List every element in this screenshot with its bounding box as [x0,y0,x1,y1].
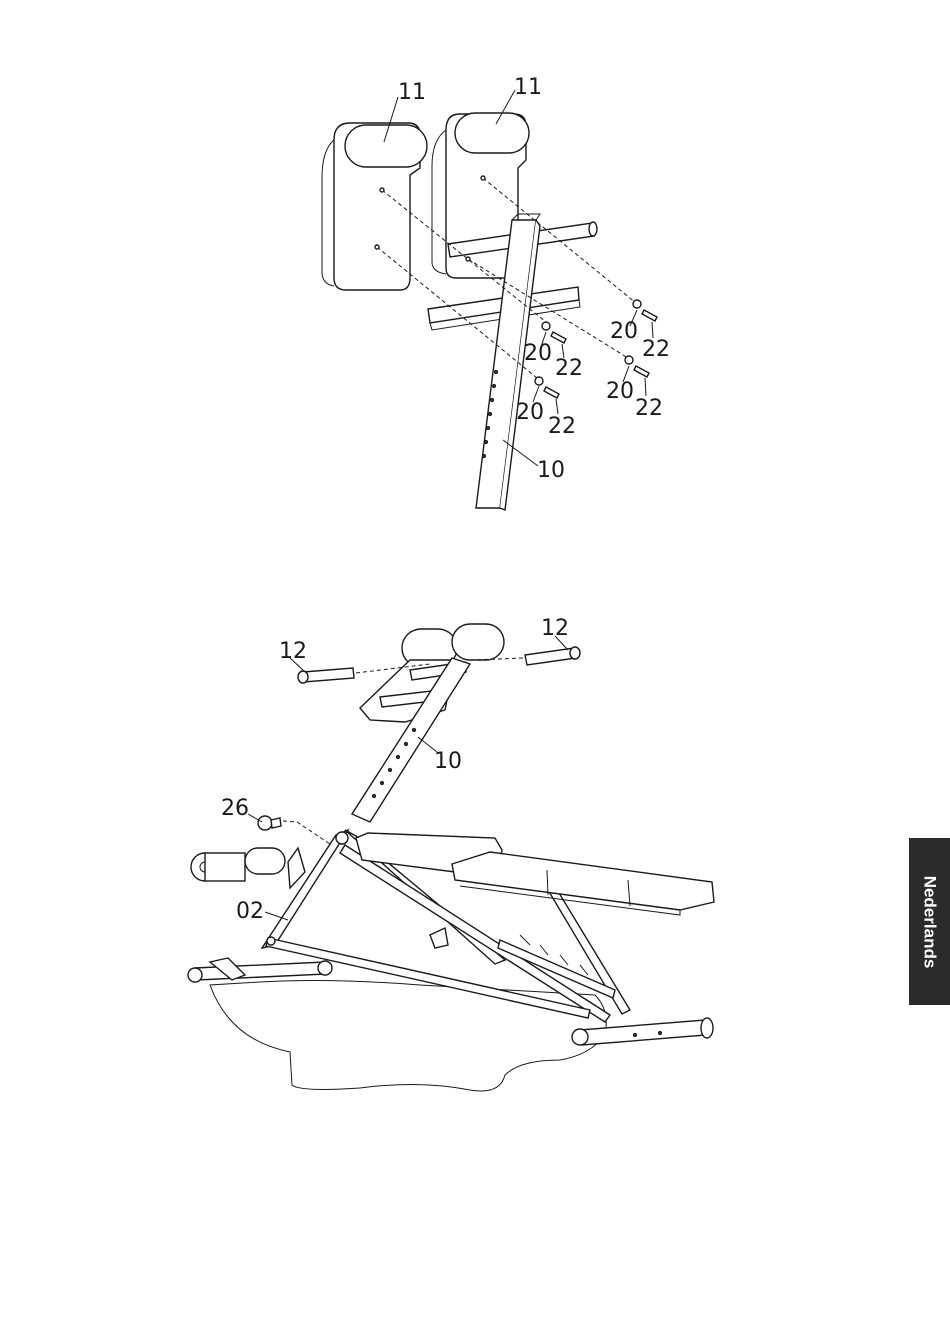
label-frame: 02 [236,899,264,924]
language-tab-label: Nederlands [920,875,940,968]
bottom-assembly-figure: 12 12 10 26 02 [188,616,714,1091]
pin-left [298,668,354,683]
label-washer-4: 20 [606,379,634,404]
knob-26 [258,816,281,830]
label-washer-2: 20 [516,400,544,425]
label-pad-right: 11 [514,75,542,100]
base-front [188,937,332,982]
label-pin-left: 12 [279,639,307,664]
floor-shadow [210,981,606,1091]
label-bolt-1: 22 [555,356,583,381]
label-bolt-4: 22 [635,396,663,421]
label-upright-bottom: 10 [434,749,462,774]
label-pad-left: 11 [398,80,426,105]
label-pin-right: 12 [541,616,569,641]
label-knob: 26 [221,796,249,821]
label-bolt-2: 22 [548,414,576,439]
pad-left [322,123,427,290]
back-cushion [452,852,714,915]
pin-right [525,647,580,665]
label-washer-3: 20 [610,319,638,344]
label-upright-top: 10 [537,458,565,483]
top-assembly-figure: 11 11 20 22 20 22 20 22 20 22 10 [322,75,670,510]
base-rear [572,1018,713,1045]
leg-roller-front [191,848,305,888]
language-tab: Nederlands [909,838,950,1005]
label-washer-1: 20 [524,341,552,366]
label-bolt-3: 22 [642,337,670,362]
